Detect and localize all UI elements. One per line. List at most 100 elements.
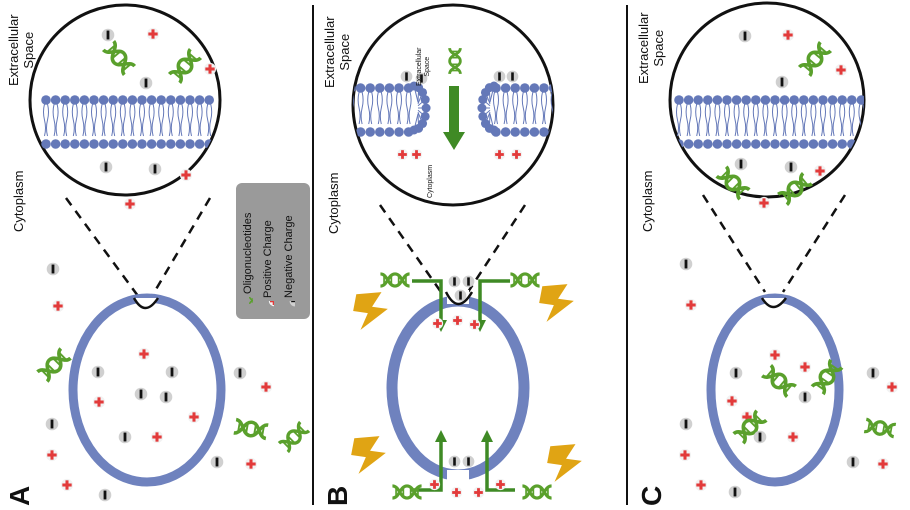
negative-charge-icon — [753, 430, 767, 444]
lipid-head — [477, 103, 487, 113]
lipid-head — [478, 111, 488, 121]
lipid-head — [731, 139, 742, 149]
lipid-tail — [367, 91, 371, 125]
lipid-head — [703, 95, 713, 105]
negative-charge-icon — [45, 417, 59, 431]
lipid-head — [847, 95, 857, 105]
lipid-tail — [531, 91, 535, 125]
lipid-tail — [370, 91, 374, 125]
lipid-tail — [65, 103, 69, 137]
electric-pulse-icon — [353, 292, 388, 330]
lipid-head — [409, 125, 419, 135]
positive-charge-icon — [885, 380, 899, 394]
lipid-tail — [399, 91, 402, 125]
electric-pulse-icon — [547, 444, 582, 482]
lipid-tail — [167, 103, 171, 137]
lipid-tail — [190, 103, 193, 137]
panel-c — [668, 1, 899, 499]
lipid-tail — [74, 103, 78, 137]
positive-charge-icon — [451, 314, 464, 327]
lipid-head — [789, 95, 799, 105]
negative-charge-icon — [866, 366, 880, 380]
lipid-tail — [376, 91, 380, 125]
lipid-tail — [794, 103, 798, 137]
oligonucleotide-icon — [520, 484, 554, 500]
lipid-bilayer — [41, 95, 214, 149]
membrane-patch-marker — [132, 297, 160, 310]
lipid-head — [79, 139, 90, 149]
lipid-head — [365, 83, 376, 93]
lipid-tail — [775, 103, 778, 137]
lipid-tail — [43, 103, 46, 137]
lipid-head — [770, 95, 780, 105]
lipid-bilayer — [674, 95, 864, 149]
lipid-head — [194, 139, 205, 149]
zoom-guide-line — [701, 194, 767, 293]
lipid-tail — [698, 103, 702, 137]
lipid-tail — [209, 103, 213, 137]
negative-charge-icon — [99, 160, 113, 174]
lipid-head — [421, 103, 431, 113]
lipid-tail — [762, 103, 766, 137]
lipid-head — [818, 139, 828, 149]
plus-icon — [262, 301, 274, 313]
lipid-head — [108, 139, 118, 149]
lipid-head — [156, 139, 166, 149]
lipid-head — [478, 95, 488, 105]
lipid-head — [118, 139, 128, 149]
lipid-tail — [714, 103, 718, 137]
lipid-tail — [813, 103, 817, 137]
lipid-tail — [755, 103, 759, 137]
lipid-tail — [113, 103, 117, 137]
positive-charge-icon — [203, 62, 217, 76]
positive-charge-icon — [510, 148, 523, 161]
negative-charge-icon — [400, 70, 413, 83]
lipid-head — [384, 127, 395, 137]
lipid-head — [539, 83, 549, 93]
lipid-tail — [161, 103, 165, 137]
lipid-tail — [386, 91, 390, 125]
positive-charge-icon — [396, 148, 409, 161]
cytoplasm-label: Cytoplasm — [11, 170, 26, 232]
positive-charge-icon — [431, 317, 444, 330]
negative-charge-icon — [448, 275, 461, 288]
lipid-tail — [122, 103, 126, 137]
lipid-tail — [851, 103, 855, 137]
lipid-tail — [103, 103, 107, 137]
negative-charge-icon — [462, 455, 475, 468]
lipid-tail — [180, 103, 184, 137]
lipid-head — [808, 139, 819, 149]
lipid-head — [760, 139, 771, 149]
lipid-head — [520, 127, 530, 137]
extracellular-space-label: Extracellular Space — [636, 12, 666, 84]
lipid-head — [856, 95, 864, 105]
lipid-head — [770, 139, 780, 149]
negative-charge-icon — [134, 387, 148, 401]
lipid-tail — [177, 103, 181, 137]
lipid-tail — [544, 91, 547, 125]
positive-charge-icon — [684, 298, 698, 312]
lipid-tail — [727, 103, 730, 137]
lipid-tail — [803, 103, 807, 137]
lipid-head — [394, 83, 404, 93]
lipid-tail — [704, 103, 708, 137]
lipid-tail — [791, 103, 795, 137]
lipid-head — [789, 139, 799, 149]
lipid-head — [520, 83, 530, 93]
negative-charge-icon — [784, 160, 798, 174]
exit-arrow — [410, 440, 443, 492]
negative-charge-icon — [159, 390, 173, 404]
negative-charge-icon — [46, 262, 60, 276]
negative-charge-icon — [210, 455, 224, 469]
lipid-tail — [772, 103, 775, 137]
cytoplasm-label: Cytoplasm — [326, 172, 341, 234]
lipid-head — [799, 139, 809, 149]
lipid-head — [108, 95, 118, 105]
lipid-tail — [119, 103, 123, 137]
lipid-head — [118, 95, 128, 105]
positive-charge-icon — [244, 457, 258, 471]
lipid-head — [89, 95, 99, 105]
lipid-tail — [736, 103, 740, 137]
lipid-tail — [743, 103, 747, 137]
zoom-guide-line — [64, 197, 140, 297]
